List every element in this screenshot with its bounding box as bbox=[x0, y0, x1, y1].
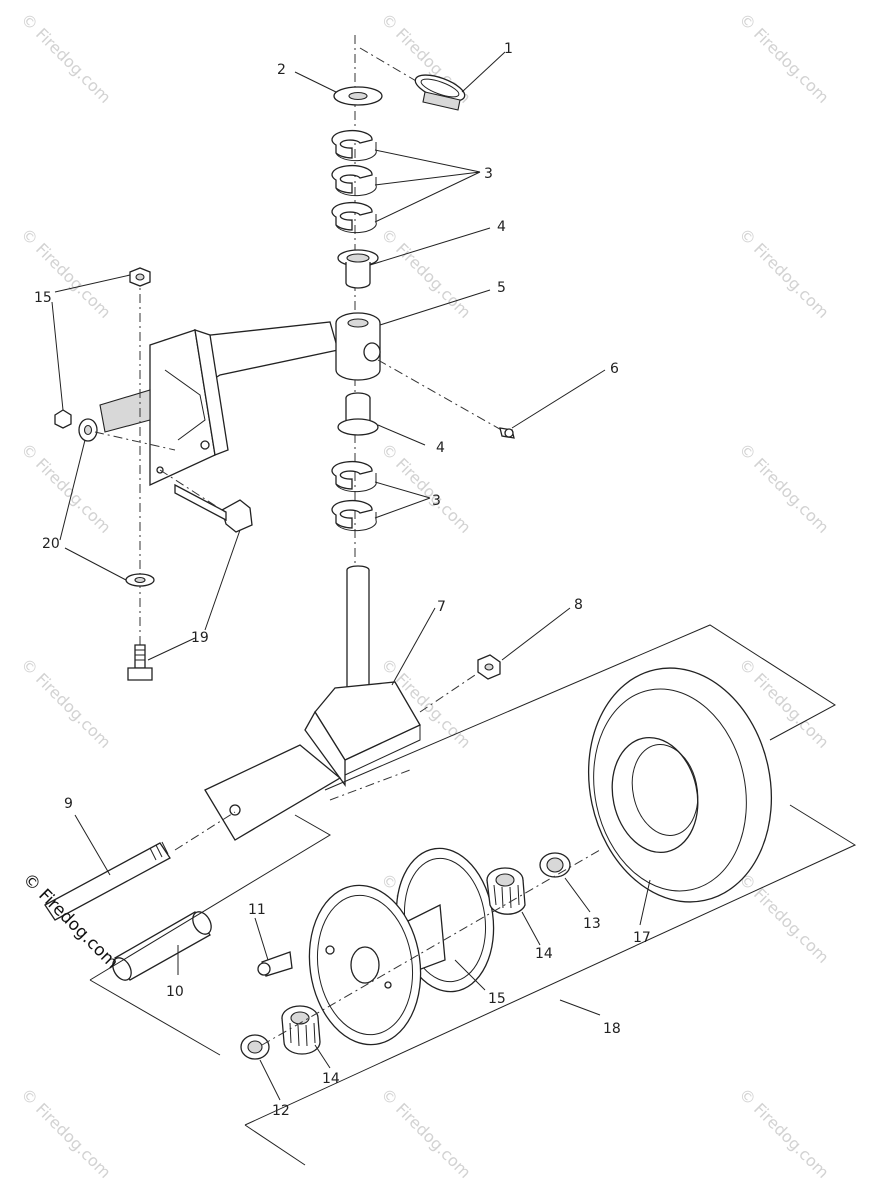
callout-13: 13 bbox=[583, 916, 601, 932]
callout-14: 14 bbox=[535, 946, 553, 962]
callout-5: 5 bbox=[497, 280, 506, 296]
assembly-outline-upper bbox=[324, 624, 836, 791]
part-20-washer bbox=[78, 418, 98, 442]
callout-4: 4 bbox=[497, 219, 506, 235]
axis-line-wheel bbox=[261, 849, 601, 1046]
watermark: © Firedog.com bbox=[377, 439, 475, 537]
part-19-bolt bbox=[174, 483, 253, 533]
assembly-outline-bottom bbox=[244, 804, 857, 1126]
part-3-spacer bbox=[331, 129, 377, 162]
assembly-outline-left bbox=[89, 814, 331, 981]
part-14-roller-bearing bbox=[281, 1005, 321, 1055]
callout-1: 1 bbox=[504, 41, 513, 57]
axis-line-bolt-19 bbox=[159, 469, 226, 513]
callout-14: 14 bbox=[322, 1071, 340, 1087]
watermark: © Firedog.com bbox=[735, 9, 833, 107]
part-20-washer bbox=[125, 573, 155, 587]
callout-3: 3 bbox=[484, 166, 493, 182]
part-10-spacer-tube bbox=[112, 911, 212, 981]
callout-20: 20 bbox=[42, 536, 60, 552]
callout-8: 8 bbox=[574, 597, 583, 613]
part-3-spacer bbox=[331, 460, 377, 493]
callout-19: 19 bbox=[191, 630, 209, 646]
part-19-bolt bbox=[127, 644, 153, 681]
part-17-tire bbox=[587, 667, 773, 903]
part-11-grease-fitting bbox=[257, 951, 293, 977]
watermark-group: © Firedog.com © Firedog.com © Firedog.co… bbox=[17, 9, 833, 1182]
part-1-hairpin-clip bbox=[414, 74, 466, 111]
part-13-bearing-race bbox=[539, 852, 571, 878]
part-8-hex-nut bbox=[477, 654, 501, 680]
callout-17: 17 bbox=[633, 930, 651, 946]
part-7-caster-fork bbox=[204, 565, 421, 841]
watermark: © Firedog.com bbox=[735, 439, 833, 537]
part-14-roller-bearing bbox=[486, 867, 526, 915]
watermark: © Firedog.com bbox=[377, 224, 475, 322]
part-5-caster-arm bbox=[99, 312, 381, 487]
part-3-spacer bbox=[331, 201, 377, 234]
part-9-axle-bolt bbox=[44, 811, 236, 921]
watermark: © Firedog.com bbox=[735, 224, 833, 322]
watermark: © Firedog.com bbox=[17, 9, 115, 107]
watermark: © Firedog.com bbox=[377, 1084, 475, 1182]
part-2-washer bbox=[333, 86, 383, 106]
callout-9: 9 bbox=[64, 796, 73, 812]
assembly-outline-bottom-left bbox=[244, 1124, 306, 1166]
part-15-nut bbox=[54, 409, 72, 429]
part-3-spacer bbox=[331, 164, 377, 197]
callout-15: 15 bbox=[34, 290, 52, 306]
watermark: © Firedog.com bbox=[17, 654, 115, 752]
callout-labels: 1 2 3 4 5 6 4 3 7 8 9 10 11 12 13 14 14 … bbox=[34, 41, 651, 1119]
part-6-grease-fitting bbox=[499, 427, 515, 439]
part-12-bearing-race bbox=[240, 1034, 270, 1060]
leader-lines bbox=[51, 51, 651, 1101]
callout-10: 10 bbox=[166, 984, 184, 1000]
assembly-outline-lower-left bbox=[89, 979, 221, 1056]
part-3-spacer bbox=[331, 499, 377, 532]
watermark: © Firedog.com bbox=[17, 224, 115, 322]
part-4-bushing bbox=[337, 392, 379, 436]
axis-line-grease-fitting bbox=[377, 359, 506, 433]
callout-18: 18 bbox=[603, 1021, 621, 1037]
callout-15: 15 bbox=[488, 991, 506, 1007]
watermark: © Firedog.com bbox=[735, 869, 833, 967]
callout-12: 12 bbox=[272, 1103, 290, 1119]
watermark: © Firedog.com bbox=[17, 439, 115, 537]
callout-7: 7 bbox=[437, 599, 446, 615]
part-15-nut bbox=[129, 267, 151, 287]
callout-2: 2 bbox=[277, 62, 286, 78]
axis-line-left-hardware bbox=[94, 431, 176, 451]
callout-4: 4 bbox=[436, 440, 445, 456]
watermark: © Firedog.com bbox=[17, 1084, 115, 1182]
callout-11: 11 bbox=[248, 902, 266, 918]
callout-3: 3 bbox=[432, 493, 441, 509]
callout-6: 6 bbox=[610, 361, 619, 377]
watermark: © Firedog.com bbox=[735, 1084, 833, 1182]
part-15-wheel-half-left bbox=[308, 884, 422, 1046]
part-4-bushing bbox=[337, 249, 379, 289]
